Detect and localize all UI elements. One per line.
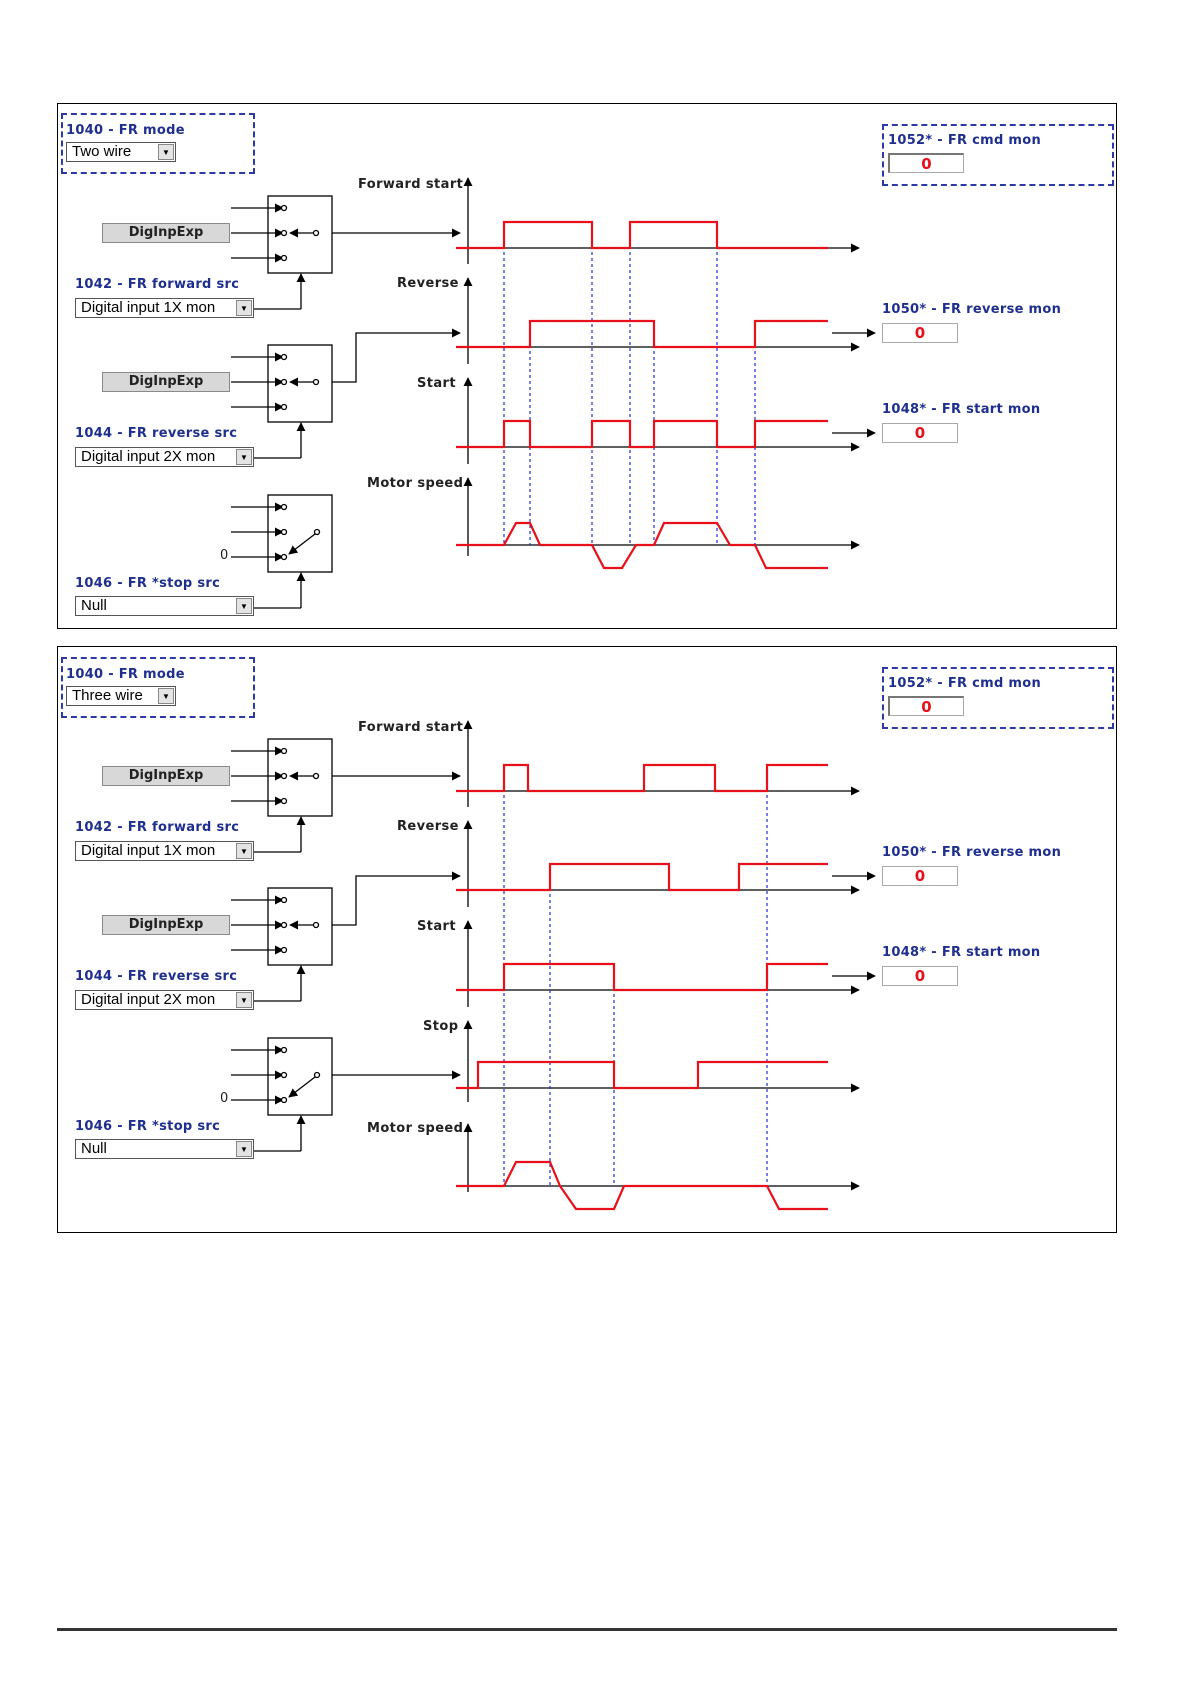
forward-src-select[interactable]: Digital input 1X mon ▼ [75, 841, 254, 861]
reverse-mon-label: 1050* - FR reverse mon [882, 302, 1062, 317]
mode-label: 1040 - FR mode [66, 667, 185, 682]
stop-selector-switch [267, 1037, 333, 1116]
mode-label: 1040 - FR mode [66, 123, 185, 138]
forward-start-label: Forward start [358, 177, 464, 192]
reverse-src-value: Digital input 2X mon [81, 448, 216, 465]
diginp-button-1[interactable]: DigInpExp [102, 766, 230, 786]
reverse-label: Reverse [397, 819, 459, 834]
chevron-down-icon[interactable]: ▼ [236, 1141, 252, 1157]
stop-src-select[interactable]: Null ▼ [75, 1139, 254, 1159]
forward-src-value: Digital input 1X mon [81, 842, 216, 859]
motor-speed-label: Motor speed [367, 1121, 464, 1136]
mode-select[interactable]: Two wire ▼ [66, 142, 176, 162]
reverse-mon-label: 1050* - FR reverse mon [882, 845, 1062, 860]
reverse-signal [456, 319, 828, 349]
mode-group [61, 657, 255, 718]
start-mon-label: 1048* - FR start mon [882, 402, 1041, 417]
two-wire-diagram-panel: 1040 - FR mode Two wire ▼ 1052* - FR cmd… [57, 103, 1117, 629]
three-wire-diagram-panel: 1040 - FR mode Three wire ▼ 1052* - FR c… [57, 646, 1117, 1233]
stop-src-select[interactable]: Null ▼ [75, 596, 254, 616]
mode-select[interactable]: Three wire ▼ [66, 686, 176, 706]
chevron-down-icon[interactable]: ▼ [236, 598, 252, 614]
forward-start-signal [456, 220, 828, 250]
motor-speed-signal [456, 1160, 828, 1211]
chevron-down-icon[interactable]: ▼ [236, 300, 252, 316]
start-mon-label: 1048* - FR start mon [882, 945, 1041, 960]
diginp-button-1[interactable]: DigInpExp [102, 223, 230, 243]
cmd-mon-label: 1052* - FR cmd mon [888, 133, 1042, 148]
cmd-mon-field: 0 [888, 153, 964, 173]
reverse-selector-switch [267, 887, 333, 966]
chevron-down-icon[interactable]: ▼ [236, 449, 252, 465]
mode-group [61, 113, 255, 174]
chevron-down-icon[interactable]: ▼ [236, 843, 252, 859]
forward-src-value: Digital input 1X mon [81, 299, 216, 316]
start-mon-field: 0 [882, 966, 958, 986]
stop-label: Stop [423, 1019, 459, 1034]
reverse-src-select[interactable]: Digital input 2X mon ▼ [75, 990, 254, 1010]
start-signal [456, 962, 828, 992]
forward-start-label: Forward start [358, 720, 464, 735]
cmd-mon-label: 1052* - FR cmd mon [888, 676, 1042, 691]
stop-signal [456, 1060, 828, 1090]
reverse-src-select[interactable]: Digital input 2X mon ▼ [75, 447, 254, 467]
two-wire-diagram-graphics [231, 177, 876, 609]
diginp-button-2[interactable]: DigInpExp [102, 915, 230, 935]
reverse-src-value: Digital input 2X mon [81, 991, 216, 1008]
stop-src-label: 1046 - FR *stop src [75, 576, 221, 591]
start-signal [456, 419, 828, 449]
forward-start-signal [456, 763, 828, 793]
diginp-button-2[interactable]: DigInpExp [102, 372, 230, 392]
mode-value: Two wire [72, 143, 132, 160]
cmd-mon-group [882, 124, 1114, 186]
page-footer-rule [57, 1628, 1117, 1631]
reverse-label: Reverse [397, 276, 459, 291]
forward-selector-switch [267, 195, 333, 274]
forward-src-label: 1042 - FR forward src [75, 277, 240, 292]
mode-value: Three wire [72, 687, 143, 704]
forward-src-label: 1042 - FR forward src [75, 820, 240, 835]
stop-src-label: 1046 - FR *stop src [75, 1119, 221, 1134]
forward-src-select[interactable]: Digital input 1X mon ▼ [75, 298, 254, 318]
chevron-down-icon[interactable]: ▼ [158, 144, 174, 160]
reverse-mon-field: 0 [882, 323, 958, 343]
zero-input-label: 0 [220, 548, 229, 563]
forward-selector-switch [267, 738, 333, 817]
reverse-signal [456, 862, 828, 892]
start-label: Start [417, 376, 456, 391]
start-label: Start [417, 919, 456, 934]
cmd-mon-group [882, 667, 1114, 729]
reverse-src-label: 1044 - FR reverse src [75, 969, 238, 984]
motor-speed-label: Motor speed [367, 476, 464, 491]
chevron-down-icon[interactable]: ▼ [158, 688, 174, 704]
stop-src-value: Null [81, 597, 107, 614]
stop-src-value: Null [81, 1140, 107, 1157]
motor-speed-signal [456, 521, 828, 570]
zero-input-label: 0 [220, 1091, 229, 1106]
chevron-down-icon[interactable]: ▼ [236, 992, 252, 1008]
three-wire-diagram-graphics [231, 720, 876, 1211]
reverse-src-label: 1044 - FR reverse src [75, 426, 238, 441]
cmd-mon-field: 0 [888, 696, 964, 716]
reverse-selector-switch [267, 344, 333, 423]
stop-selector-switch [267, 494, 333, 573]
reverse-mon-field: 0 [882, 866, 958, 886]
start-mon-field: 0 [882, 423, 958, 443]
